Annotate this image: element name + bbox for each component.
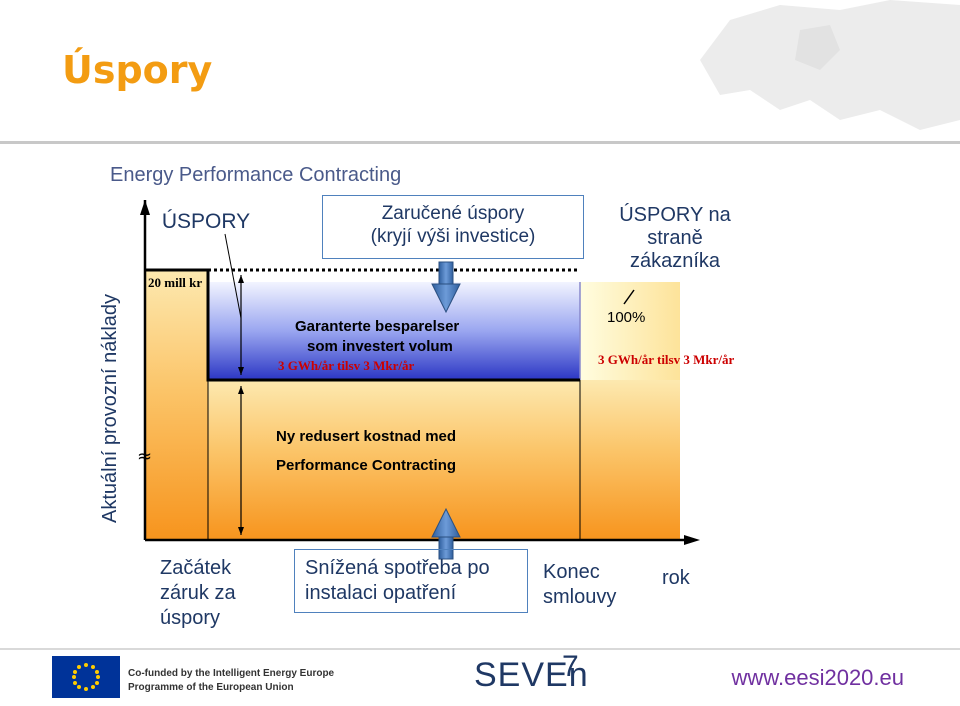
band-text-line1: Garanterte besparelser [295, 318, 459, 335]
y-axis-label: Aktuální provozní náklady [99, 293, 121, 523]
start-line2: záruk za [160, 582, 236, 604]
y-axis-arrow [140, 200, 150, 215]
lower-text-line2: Performance Contracting [276, 457, 456, 474]
up-arrow-icon [431, 507, 461, 560]
percent-label: 100% [607, 309, 645, 326]
eu-flag-icon [52, 656, 120, 698]
cost-line [145, 268, 580, 382]
band-text-line2: som investert volum [307, 338, 453, 355]
customer-line2: straně [647, 227, 703, 249]
seven-logo-text: SEVEn [474, 656, 589, 694]
footer-divider [0, 648, 960, 650]
cofund-line2: Programme of the European Union [128, 682, 294, 693]
seven-logo-sub: 7 [562, 650, 579, 683]
guaranteed-line1: Zaručené úspory [381, 203, 525, 224]
year-label: rok [662, 567, 690, 589]
start-line1: Začátek [160, 557, 232, 579]
pre-period-area [145, 270, 208, 540]
customer-savings-band [580, 282, 680, 380]
reduced-line1: Snížená spotřeba po [305, 557, 490, 579]
start-line3: úspory [160, 607, 221, 629]
website-link[interactable]: www.eesi2020.eu [731, 665, 904, 690]
epc-diagram: Energy Performance Contracting 20 mill k… [110, 164, 734, 560]
customer-line1: ÚSPORY na [619, 204, 731, 226]
top-value-label: 20 mill kr [148, 275, 202, 290]
reduced-line2: instalaci opatření [305, 582, 457, 604]
customer-savings-callout: ÚSPORY na straně zákazníka [600, 198, 750, 292]
guaranteed-savings-band [208, 282, 580, 380]
cofund-text: Co-funded by the Intelligent Energy Euro… [128, 667, 334, 695]
reduced-cost-area [208, 380, 580, 540]
seven-logo: SEVEn 7 [474, 648, 588, 704]
lower-text-line1: Ny redusert kostnad med [276, 428, 456, 445]
savings-label: ÚSPORY [161, 210, 251, 233]
europe-map-watermark [700, 0, 960, 130]
end-line1: Konec [543, 561, 600, 583]
band-label-left: 3 GWh/år tilsv 3 Mkr/år [278, 358, 414, 373]
guaranteed-line2: (kryjí výši investice) [370, 226, 536, 247]
guaranteed-savings-callout: Zaručené úspory (kryjí výši investice) [322, 195, 584, 259]
title-divider [0, 141, 960, 144]
cofund-line1: Co-funded by the Intelligent Energy Euro… [128, 668, 335, 679]
page-title: Úspory [62, 48, 213, 92]
percent-pointer [623, 289, 635, 305]
savings-callout: ÚSPORY [157, 200, 255, 270]
band-label-right: 3 GWh/år tilsv 3 Mkr/år [598, 352, 734, 367]
x-axis-arrow [684, 535, 700, 545]
reduced-consumption-callout: Snížená spotřeba po instalaci opatření [294, 549, 528, 613]
savings-pointer [224, 233, 242, 319]
post-contract-area [580, 380, 680, 540]
contract-end-label: Konec smlouvy [543, 560, 616, 610]
axis-break-symbol: ≈ [137, 446, 152, 467]
start-label: Začátek záruk za úspory [160, 556, 236, 631]
customer-line3: zákazníka [629, 250, 721, 272]
down-arrow-icon [431, 261, 461, 314]
diagram-subtitle: Energy Performance Contracting [110, 164, 401, 186]
end-line2: smlouvy [543, 586, 617, 608]
